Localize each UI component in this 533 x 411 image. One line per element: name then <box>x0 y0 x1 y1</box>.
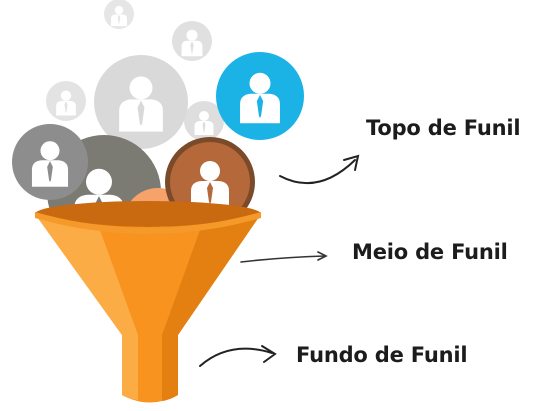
bubble-small-top <box>104 0 134 29</box>
label-meio-de-funil: Meio de Funil <box>352 240 508 264</box>
curved-arrow-icon-top <box>279 154 360 185</box>
bubble-blue <box>216 52 304 140</box>
label-fundo-de-funil: Fundo de Funil <box>296 343 468 367</box>
bubble-small-mid <box>172 21 212 61</box>
bubble-large-gray <box>94 55 188 149</box>
bubble-small-left <box>46 81 86 121</box>
bubble-dark-gray <box>12 124 88 200</box>
funnel <box>35 201 261 403</box>
straight-arrow-icon-middle <box>240 251 328 263</box>
curved-arrow-icon-bottom <box>199 345 277 367</box>
bubble-small-right <box>184 101 224 141</box>
label-topo-de-funil: Topo de Funil <box>366 116 521 140</box>
